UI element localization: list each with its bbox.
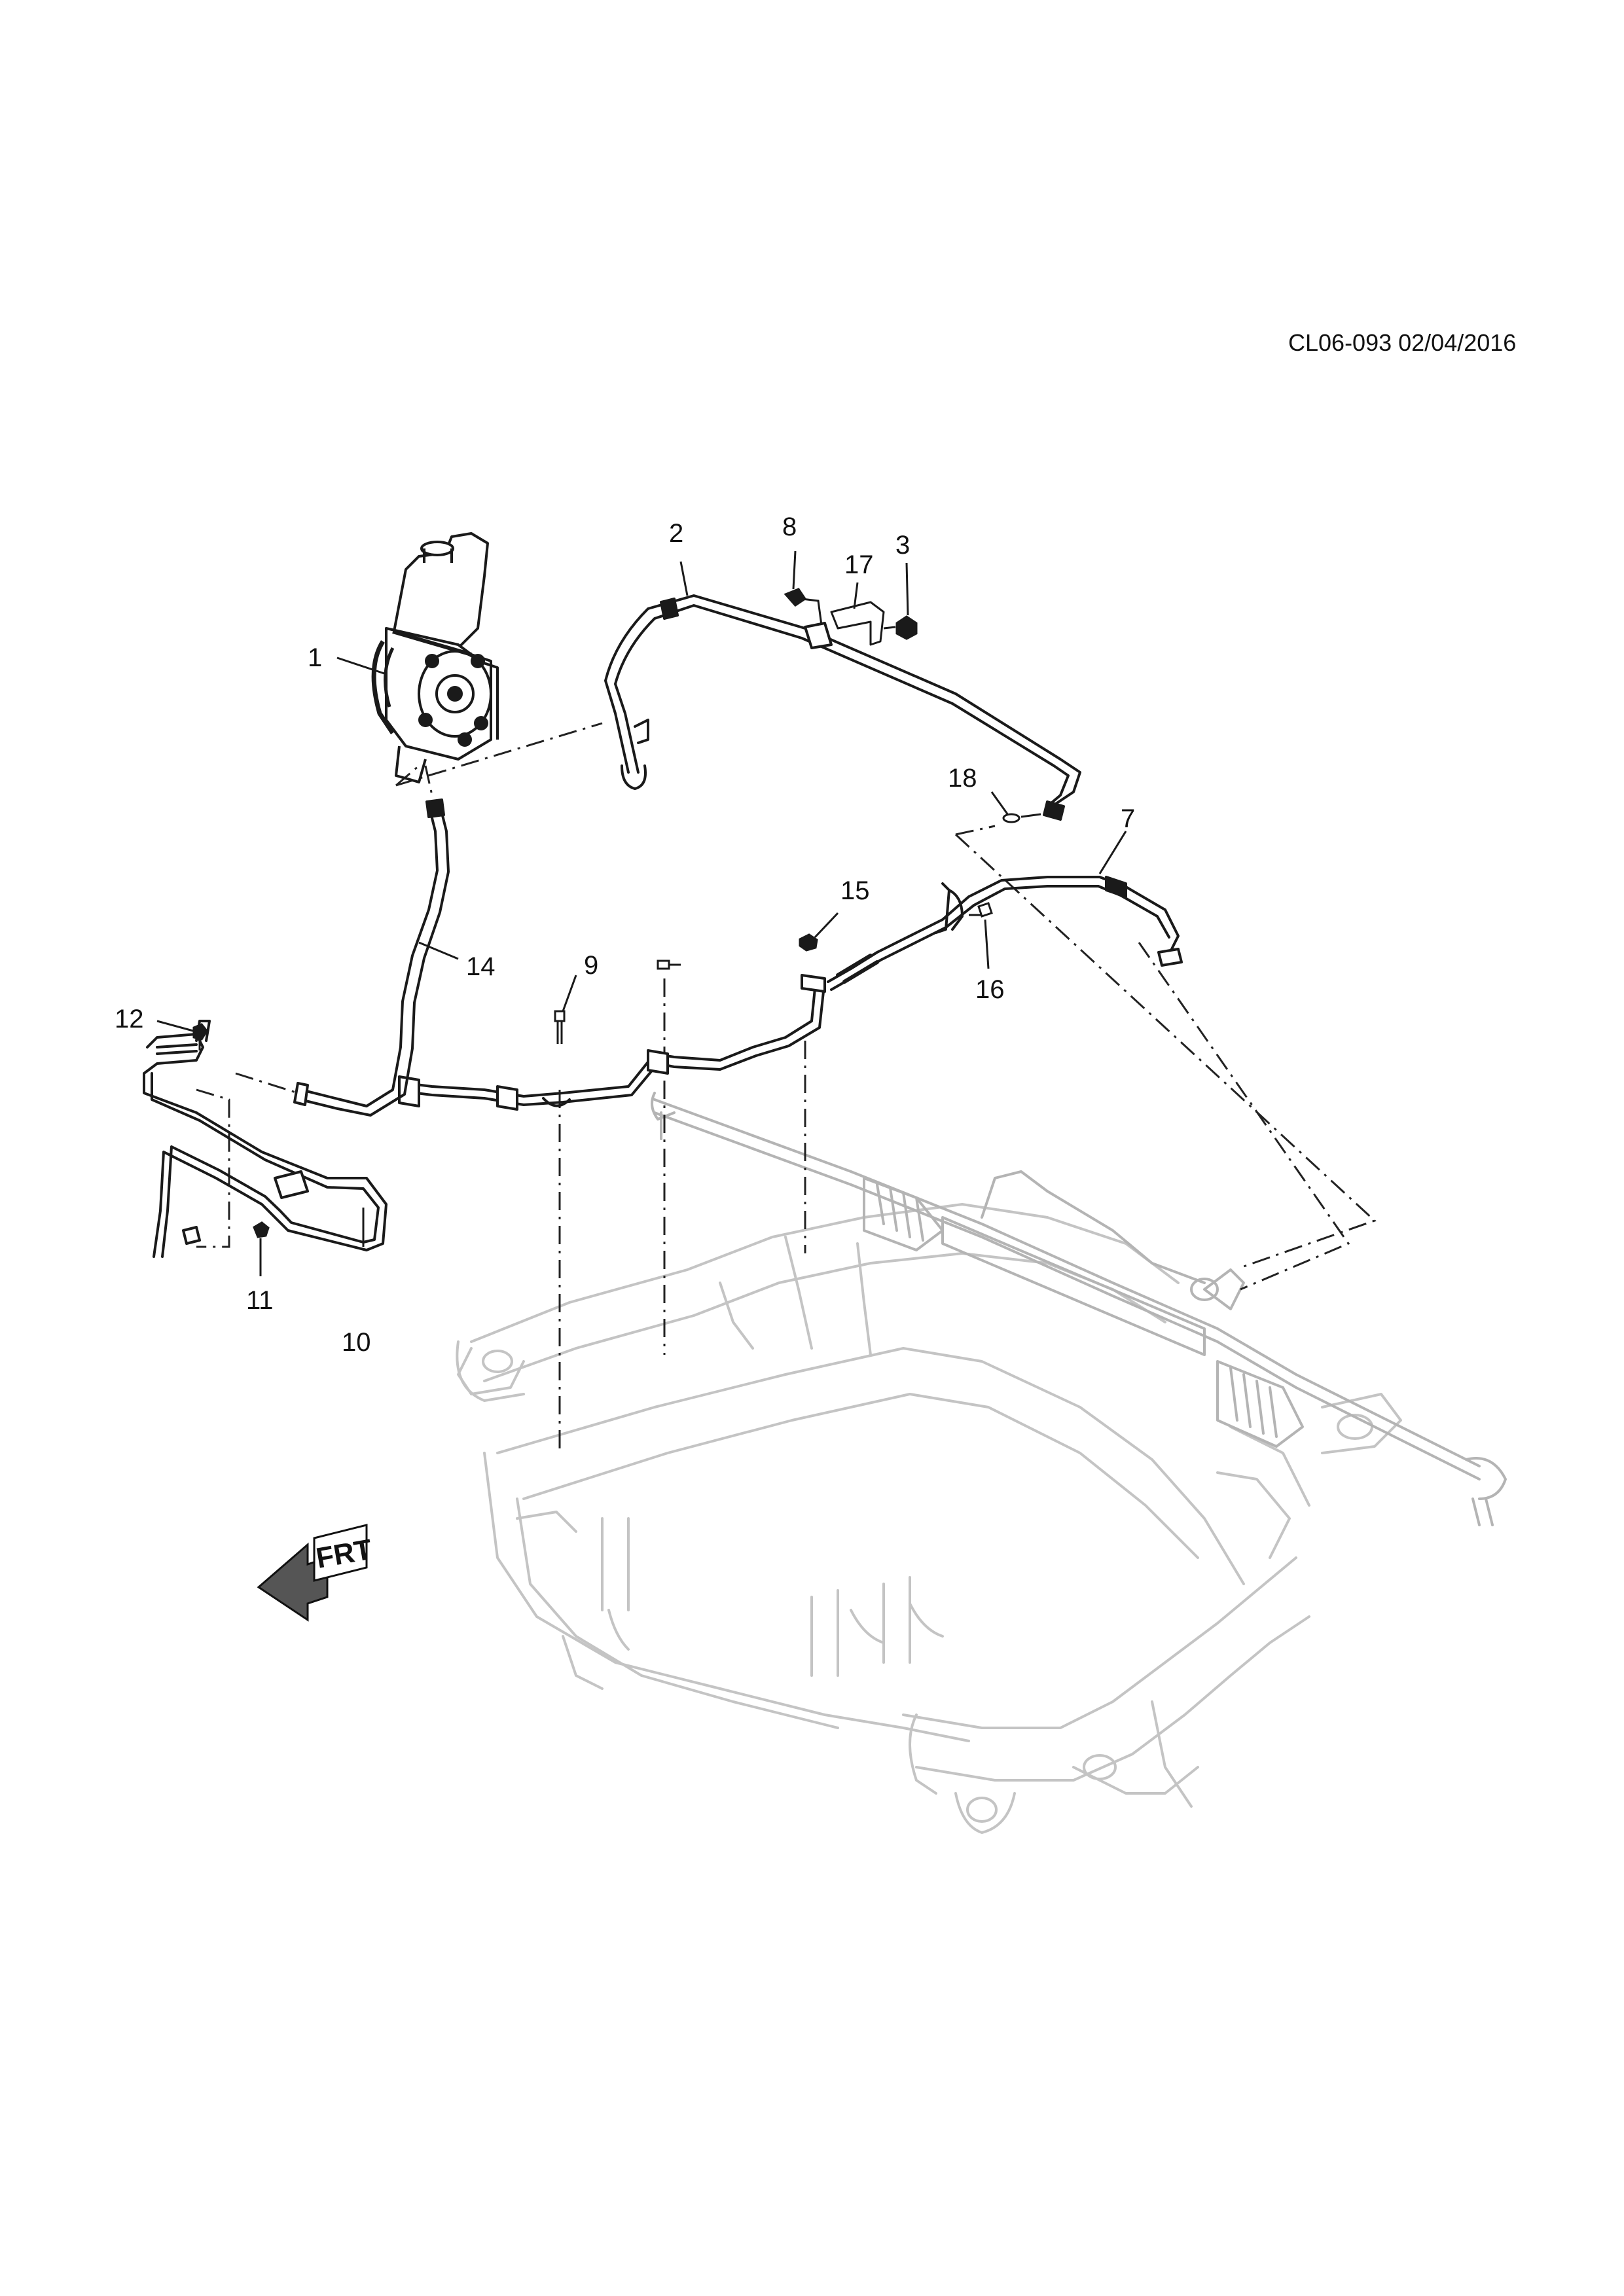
callout-16: 16: [975, 975, 1005, 1004]
bolt-9[interactable]: [554, 960, 681, 1044]
callout-12: 12: [115, 1005, 144, 1033]
steering-rack-ghost: [651, 1092, 1507, 1526]
callout-11: 11: [246, 1286, 274, 1315]
callout-labels: 1 2 3 7 8 9 10 11 12 14 15 16 17 18: [115, 512, 1135, 1357]
bolt-16[interactable]: [969, 902, 993, 918]
callout-2: 2: [669, 519, 683, 548]
return-hose-7[interactable]: [827, 876, 1183, 991]
callout-1: 1: [308, 643, 322, 672]
front-indicator: FRT: [257, 1524, 374, 1622]
nut-15[interactable]: [799, 933, 818, 952]
callout-8: 8: [782, 512, 797, 541]
callout-15: 15: [840, 876, 870, 905]
callout-10: 10: [342, 1328, 371, 1357]
clip-8[interactable]: [784, 588, 823, 626]
cooler-pipe[interactable]: [398, 974, 826, 1111]
callout-9: 9: [584, 951, 598, 980]
nut-3[interactable]: [895, 615, 918, 640]
bracket-17[interactable]: [830, 601, 896, 646]
power-steering-pump-1[interactable]: [371, 532, 499, 783]
callout-7: 7: [1121, 804, 1135, 833]
callout-17: 17: [844, 550, 874, 579]
callout-18: 18: [948, 764, 977, 793]
callout-14: 14: [466, 952, 496, 981]
return-hose-14[interactable]: [293, 798, 450, 1117]
bolt-11[interactable]: [253, 1221, 270, 1238]
crossmember-ghost: [456, 1203, 1402, 1834]
callout-3: 3: [895, 531, 910, 560]
washer-18[interactable]: [1002, 813, 1041, 823]
leader-lines: [196, 722, 1377, 1453]
pressure-hose-2[interactable]: [604, 594, 1081, 821]
document-id: CL06-093 02/04/2016: [1288, 329, 1517, 356]
cooler-10[interactable]: [143, 1020, 388, 1258]
bolt-12[interactable]: [192, 1023, 208, 1050]
callout-leaders: [156, 550, 1127, 1276]
